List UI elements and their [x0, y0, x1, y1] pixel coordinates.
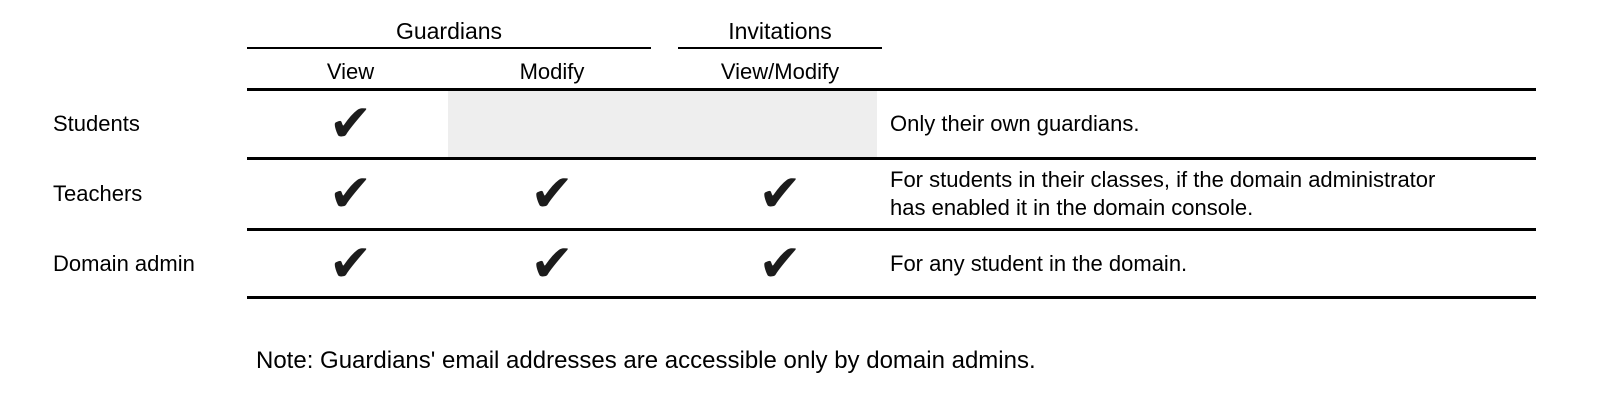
invitations-underline	[678, 47, 882, 49]
table-rule-header-bottom	[247, 88, 1536, 91]
students-guardians-view-checkmark-icon: ✔	[328, 95, 373, 153]
domain-admin-invitations-checkmark-icon: ✔	[758, 234, 802, 293]
footnote: Note: Guardians' email addresses are acc…	[256, 347, 1036, 374]
teachers-guardians-view-checkmark-icon: ✔	[328, 165, 373, 223]
column-group-header-invitations: Invitations	[728, 18, 832, 44]
row-label-teachers: Teachers	[53, 181, 143, 206]
row-label-students: Students	[53, 111, 140, 136]
students-note: Only their own guardians.	[890, 111, 1140, 136]
domain-admin-guardians-modify-checkmark-icon: ✔	[530, 234, 574, 293]
column-header-view-modify: View/Modify	[720, 59, 840, 84]
column-header-view: View	[326, 59, 375, 84]
domain-admin-guardians-view-checkmark-icon: ✔	[328, 234, 373, 293]
table-rule-row1-bottom	[247, 157, 1536, 160]
row-label-domain-admin: Domain admin	[53, 250, 195, 276]
table-rule-row2-bottom	[247, 228, 1536, 231]
students-disabled-cells	[448, 91, 877, 157]
teachers-note: For students in their classes, if the do…	[890, 167, 1436, 220]
column-group-header-guardians: Guardians	[395, 18, 503, 44]
table-rule-row3-bottom	[247, 296, 1536, 299]
teachers-guardians-modify-checkmark-icon: ✔	[530, 165, 574, 223]
guardians-underline	[247, 47, 651, 49]
domain-admin-note: For any student in the domain.	[890, 250, 1188, 276]
teachers-invitations-checkmark-icon: ✔	[758, 165, 802, 223]
column-header-modify: Modify	[519, 59, 585, 84]
